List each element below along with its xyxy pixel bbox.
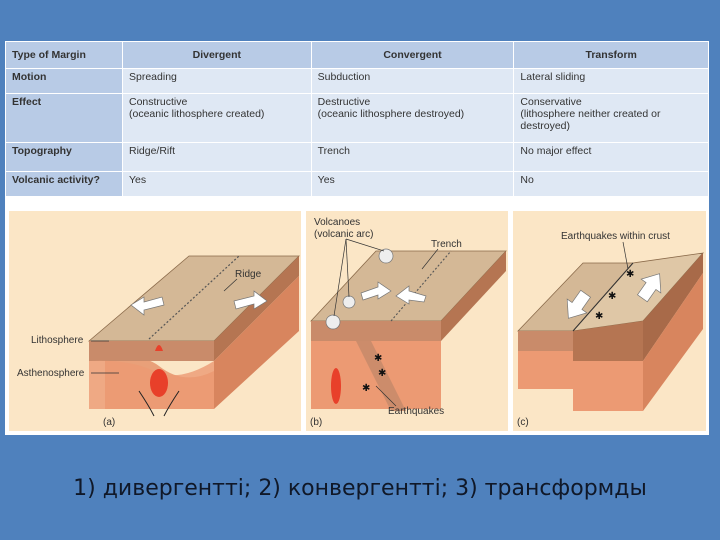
cell-transform: No — [513, 171, 709, 197]
table-row-volcanic-activity: Volcanic activity? Yes Yes No — [5, 171, 709, 197]
magma-plume — [150, 369, 168, 397]
diagram-divergent: Ridge Lithosphere Asthenosphere (a) — [9, 211, 301, 431]
lithosphere-front-right — [573, 321, 643, 361]
lithosphere-front — [311, 321, 441, 341]
transform-fault — [572, 262, 634, 332]
panel-c-tag: (c) — [517, 417, 529, 428]
cell-divergent: Spreading — [122, 68, 312, 94]
plate-margins-figure: Type of Margin Divergent Convergent Tran… — [5, 41, 709, 435]
magma-plume — [331, 368, 341, 404]
cell-transform: Lateral sliding — [513, 68, 709, 94]
mantle-front-right — [573, 361, 643, 411]
lithosphere-side — [441, 251, 506, 341]
cell-convergent: Subduction — [310, 68, 515, 94]
table-row-motion: Motion Spreading Subduction Lateral slid… — [5, 68, 709, 94]
svg-text:✱: ✱ — [608, 291, 616, 302]
cell-divergent: Constructive (oceanic lithosphere create… — [122, 93, 312, 143]
mantle-front-left — [518, 351, 573, 389]
cell-convergent: Yes — [310, 171, 515, 197]
cell-divergent: Yes — [122, 171, 312, 197]
earthquakes-label: Earthquakes — [388, 406, 444, 417]
row-label: Motion — [5, 68, 123, 94]
mantle-side — [214, 276, 299, 409]
diagram-convergent: ✱ ✱ ✱ Volcanoes (volcanic arc) Trench Ea… — [306, 211, 508, 431]
panel-b-tag: (b) — [310, 417, 322, 428]
earthquake-star-icon: ✱ ✱ ✱ — [362, 353, 386, 394]
header-convergent: Convergent — [310, 41, 515, 69]
cell-divergent: Ridge/Rift — [122, 142, 312, 172]
asthenosphere-label: Asthenosphere — [17, 368, 85, 379]
table-row-effect: Effect Constructive (oceanic lithosphere… — [5, 93, 709, 143]
earthquakes-within-crust-label: Earthquakes within crust — [561, 231, 670, 242]
row-label: Effect — [5, 93, 123, 143]
volcanoes-label: Volcanoes — [314, 217, 360, 228]
svg-text:✱: ✱ — [378, 368, 386, 379]
convergent-block-diagram: ✱ ✱ ✱ Volcanoes (volcanic arc) Trench Ea… — [310, 217, 507, 428]
volcano-icon — [325, 248, 394, 330]
svg-text:✱: ✱ — [374, 353, 382, 364]
table-row-topography: Topography Ridge/Rift Trench No major ef… — [5, 142, 709, 172]
svg-text:✱: ✱ — [362, 383, 370, 394]
cell-convergent: Trench — [310, 142, 515, 172]
row-label: Volcanic activity? — [5, 171, 123, 197]
trench-axis — [390, 250, 452, 322]
svg-text:✱: ✱ — [595, 311, 603, 322]
lithosphere-label: Lithosphere — [31, 335, 84, 346]
cell-transform: Conservative (lithosphere neither create… — [513, 93, 709, 143]
plate-boundary-diagrams: Ridge Lithosphere Asthenosphere (a) — [9, 211, 706, 431]
header-transform: Transform — [513, 41, 709, 69]
volcanic-arc-label: (volcanic arc) — [314, 229, 373, 240]
lithosphere-side — [214, 256, 299, 361]
transform-arrow-icon — [566, 273, 662, 319]
divergent-block-diagram: Ridge Lithosphere Asthenosphere (a) — [17, 255, 300, 428]
mantle-side — [643, 273, 703, 411]
earthquake-star-icon: ✱ ✱ ✱ — [595, 269, 634, 322]
panel-a-tag: (a) — [103, 417, 115, 428]
row-label: Topography — [5, 142, 123, 172]
subduction-arrow-icon — [360, 281, 427, 305]
table-header-row: Type of Margin Divergent Convergent Tran… — [5, 41, 709, 69]
convection-arrow-left — [138, 390, 155, 417]
header-divergent: Divergent — [122, 41, 312, 69]
cell-transform: No major effect — [513, 142, 709, 172]
slide-caption: 1) дивергентті; 2) конвергентті; 3) тран… — [73, 476, 647, 501]
trench-label: Trench — [431, 239, 462, 250]
transform-block-diagram: ✱ ✱ ✱ Earthquakes within crust (c) — [517, 231, 705, 428]
magma-chamber — [155, 345, 163, 351]
plate-margins-table: Type of Margin Divergent Convergent Tran… — [5, 41, 709, 197]
cell-convergent: Destructive (oceanic lithosphere destroy… — [310, 93, 515, 143]
spreading-arrow-icon — [130, 290, 268, 316]
header-type-of-margin: Type of Margin — [5, 41, 123, 69]
ridge-label: Ridge — [235, 269, 262, 280]
svg-text:✱: ✱ — [626, 269, 634, 280]
lithosphere-side — [643, 253, 703, 361]
diagram-transform: ✱ ✱ ✱ Earthquakes within crust (c) — [513, 211, 706, 431]
lithosphere-front — [89, 341, 214, 361]
subducting-slab — [351, 331, 406, 411]
lithosphere-front-left — [518, 331, 573, 351]
convection-arrow-right — [163, 390, 180, 417]
